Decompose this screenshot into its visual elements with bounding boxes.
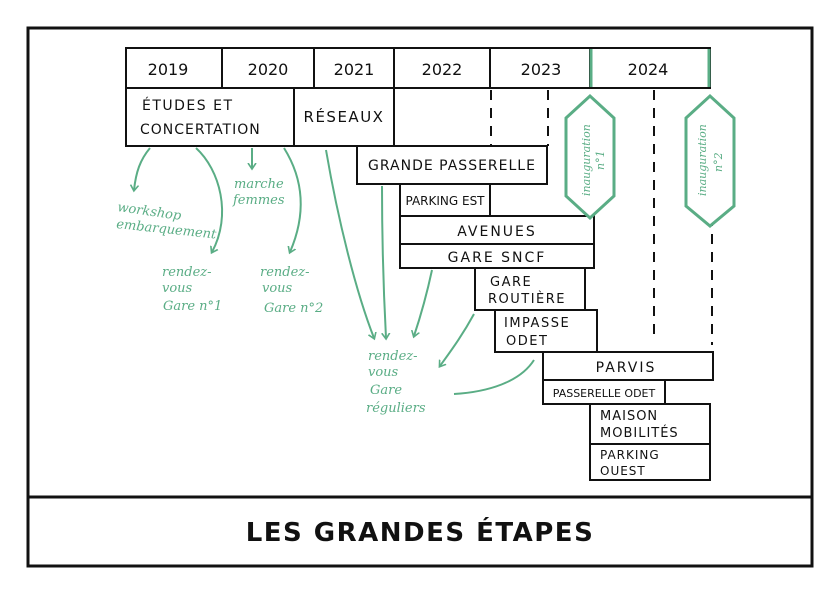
phase-label: CONCERTATION: [140, 122, 261, 138]
year-2024-highlight: [589, 49, 711, 87]
phase-label: GARE SNCF: [448, 250, 547, 266]
year-label: 2022: [422, 60, 463, 79]
annotation-text: rendez-: [260, 265, 310, 280]
outer-frame: [26, 26, 814, 568]
phase-boxes: [125, 87, 714, 481]
year-label: 2023: [521, 60, 562, 79]
arrow-rdv2: [283, 147, 302, 252]
arrow-rdv1: [195, 147, 224, 252]
phase-labels: ÉTUDES ET CONCERTATION RÉSEAUX GRANDE PA…: [140, 97, 679, 478]
milestone-label: inauguration: [580, 124, 593, 196]
phase-parking-est: [399, 183, 491, 217]
phase-gare-sncf: [399, 243, 595, 269]
phase-impasse-odet: [494, 309, 598, 353]
phase-label: PARKING: [600, 448, 660, 462]
arrow-rdv-reg-2: [381, 185, 386, 338]
annotation-text: Gare: [370, 383, 402, 398]
milestone-label: inauguration: [696, 124, 709, 196]
annotation-text: vous: [162, 281, 193, 296]
annotation-text: Gare n°2: [264, 301, 323, 316]
year-label: 2021: [334, 60, 375, 79]
phase-label: RÉSEAUX: [304, 107, 385, 126]
phase-avenues: [399, 215, 595, 245]
annotation-text: Gare n°1: [163, 299, 222, 314]
annotation-text: femmes: [232, 193, 285, 208]
phase-parking-ouest: [589, 443, 711, 481]
annotation-text: rendez-: [162, 265, 212, 280]
annotation-text: vous: [368, 365, 399, 380]
arrow-workshop: [134, 147, 151, 190]
phase-reseaux: [293, 87, 395, 147]
phase-label: PASSERELLE ODET: [553, 387, 656, 400]
phase-label: OUEST: [600, 464, 646, 478]
phase-label: MAISON: [600, 409, 658, 424]
phase-label: ÉTUDES ET: [142, 97, 234, 114]
phase-label: ROUTIÈRE: [488, 291, 566, 307]
phase-passerelle-odet: [542, 379, 666, 405]
milestone-inauguration-1: inauguration n°1: [564, 93, 616, 221]
milestone-number: n°1: [594, 150, 607, 170]
phase-label: IMPASSE: [504, 316, 570, 331]
phase-label: AVENUES: [457, 224, 537, 240]
phase-label: ODET: [506, 334, 548, 349]
phase-grande-passerelle: [356, 145, 548, 185]
year-label: 2024: [628, 60, 669, 79]
year-labels: 2019 2020 2021 2022 2023 2024: [148, 60, 669, 79]
year-header: [125, 47, 711, 89]
phase-label: MOBILITÉS: [600, 425, 679, 441]
phase-etudes: [125, 87, 295, 147]
arrow-rdv-reg-4: [440, 313, 475, 366]
annotations: workshop embarquement marche femmes rend…: [116, 177, 426, 416]
arrow-rdv-reg-3: [414, 269, 433, 336]
page-title: LES GRANDES ÉTAPES: [245, 518, 595, 548]
phase-label: PARVIS: [596, 360, 657, 376]
annotation-arrows: [134, 147, 535, 395]
arrow-rdv-reg-5: [453, 359, 535, 395]
annotation-text: vous: [262, 281, 293, 296]
phase-label: GARE: [490, 275, 532, 290]
milestone-number: n°2: [712, 152, 725, 172]
arrow-rdv-reg-1: [325, 149, 374, 338]
annotation-text: rendez-: [368, 349, 418, 364]
year-label: 2020: [248, 60, 289, 79]
annotation-text: marche: [234, 177, 284, 192]
phase-label: GRANDE PASSERELLE: [368, 158, 536, 174]
milestone-inauguration-2: inauguration n°2: [684, 93, 736, 228]
year-label: 2019: [148, 60, 189, 79]
phase-label: PARKING EST: [405, 194, 485, 208]
phase-parvis: [542, 351, 714, 381]
annotation-text: réguliers: [366, 401, 426, 416]
phase-gare-routiere: [474, 267, 586, 311]
